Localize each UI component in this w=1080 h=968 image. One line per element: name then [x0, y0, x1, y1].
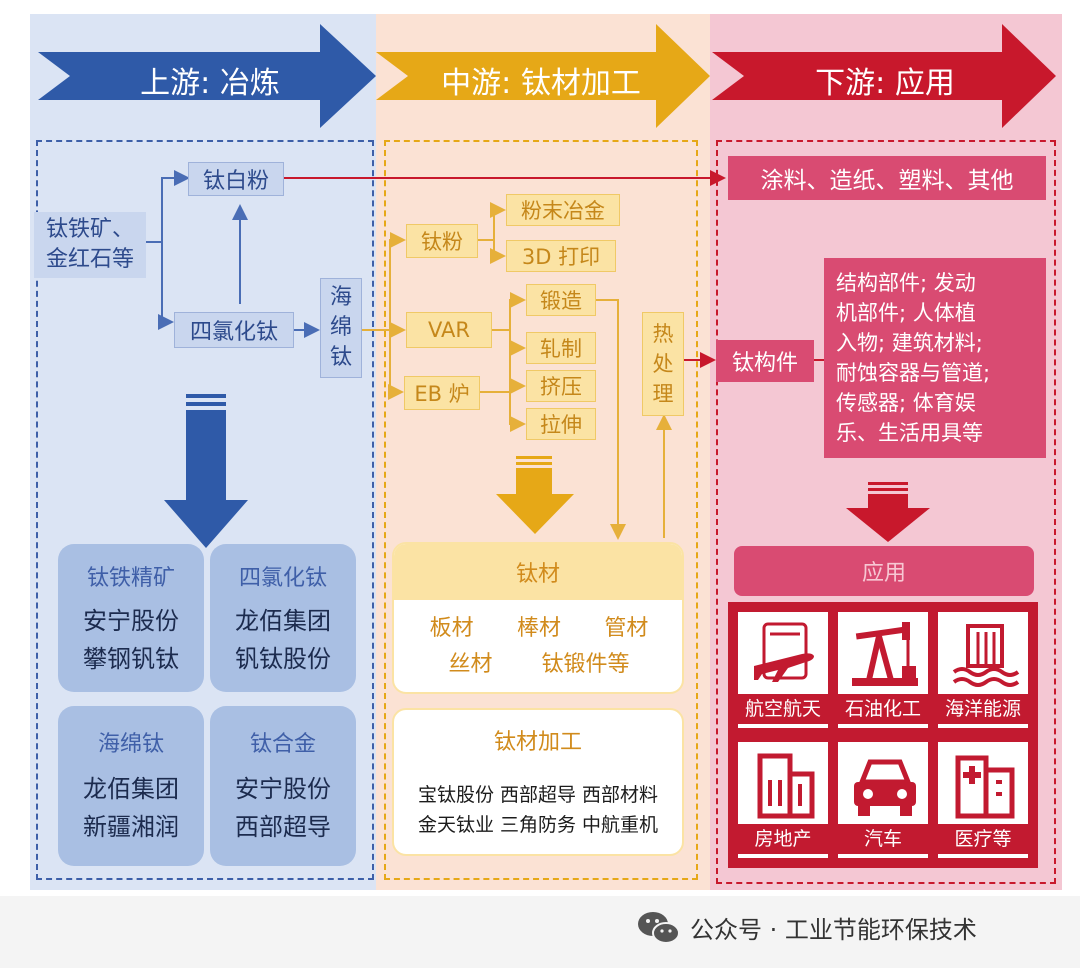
building-icon	[757, 753, 815, 819]
card-title: 海绵钛	[97, 732, 164, 757]
application-tile: 房地产	[736, 740, 830, 860]
application-label: 海洋能源	[938, 694, 1028, 724]
footer-source: 公众号 · 工业节能环保技术	[690, 916, 977, 944]
midstream-header: 中游: 钛材加工	[441, 66, 641, 101]
application-grid: 航空航天 石油化工 海洋能源	[728, 602, 1038, 868]
component-uses-node: 结构部件; 发动 机部件; 人体植 入物; 建筑材料; 耐蚀容器与管道; 传感器…	[824, 258, 1046, 458]
eb-furnace-node: EB 炉	[404, 376, 480, 410]
wechat-icon	[638, 912, 680, 944]
application-label: 石油化工	[838, 694, 928, 724]
processing-row-1: 宝钛股份 西部超导 西部材料	[417, 784, 659, 806]
downstream-frame	[716, 140, 1056, 884]
card-companies: 安宁股份 西部超导	[235, 775, 331, 841]
coatings-node: 涂料、造纸、塑料、其他	[728, 156, 1046, 200]
car-icon	[854, 759, 916, 816]
materials-row-2: 丝材 钛锻件等	[424, 646, 654, 678]
application-tile: 海洋能源	[936, 610, 1030, 730]
airplane-icon	[754, 622, 814, 682]
application-tile: 医疗等	[936, 740, 1030, 860]
card-title: 钛合金	[249, 732, 316, 757]
footer-bar	[0, 896, 1080, 968]
material-item: 管材	[604, 616, 649, 641]
application-tile: 航空航天	[736, 610, 830, 730]
ocean-energy-icon	[952, 624, 1020, 687]
upstream-frame	[36, 140, 374, 880]
card-companies: 龙佰集团 新疆湘润	[83, 775, 179, 841]
processing-row-2: 金天钛业 三角防务 中航重机	[417, 814, 659, 836]
company-card: 四氯化钛 龙佰集团 钒钛股份	[210, 544, 356, 692]
card-companies: 龙佰集团 钒钛股份	[235, 607, 331, 673]
upstream-source-ore: 钛铁矿、 金红石等	[34, 212, 146, 278]
drawing-node: 拉伸	[526, 408, 596, 440]
titanium-white-node: 钛白粉	[188, 162, 284, 196]
downstream-arrow	[712, 24, 1056, 128]
material-item: 钛锻件等	[541, 652, 630, 677]
midstream-frame	[384, 140, 698, 880]
extrusion-node: 挤压	[526, 370, 596, 402]
ti-powder-node: 钛粉	[406, 224, 478, 258]
company-card: 海绵钛 龙佰集团 新疆湘润	[58, 706, 204, 866]
card-title: 钛铁精矿	[86, 566, 175, 591]
midstream-arrow	[376, 24, 710, 128]
card-companies: 安宁股份 攀钢钒钛	[83, 607, 179, 673]
processing-companies-card: 钛材加工 宝钛股份 西部超导 西部材料 金天钛业 三角防务 中航重机	[392, 708, 684, 856]
company-card: 钛铁精矿 安宁股份 攀钢钒钛	[58, 544, 204, 692]
upstream-header: 上游: 冶炼	[140, 66, 280, 101]
hospital-icon	[955, 755, 1015, 819]
powder-metallurgy-node: 粉末冶金	[506, 194, 620, 226]
material-item: 板材	[429, 616, 474, 641]
ticl4-node: 四氯化钛	[174, 312, 294, 348]
oil-pump-icon	[852, 622, 918, 686]
application-label: 航空航天	[738, 694, 828, 724]
upstream-arrow	[38, 24, 376, 128]
application-label: 房地产	[738, 824, 828, 854]
titanium-component-node: 钛构件	[716, 340, 814, 382]
material-item: 棒材	[516, 616, 561, 641]
midstream-down-arrow	[496, 456, 574, 534]
var-node: VAR	[406, 312, 492, 348]
card-title: 四氯化钛	[238, 566, 327, 591]
forging-node: 锻造	[526, 284, 596, 316]
application-tile: 汽车	[836, 740, 930, 860]
material-item: 丝材	[448, 652, 493, 677]
header-arrows	[38, 24, 1056, 128]
upstream-down-arrow	[164, 394, 248, 548]
application-label: 汽车	[838, 824, 928, 854]
downstream-header: 下游: 应用	[815, 66, 955, 101]
application-title: 应用	[734, 546, 1034, 596]
rolling-node: 轧制	[526, 332, 596, 364]
application-label: 医疗等	[938, 824, 1028, 854]
downstream-down-arrow	[846, 482, 930, 542]
sponge-titanium-node: 海 绵 钛	[320, 278, 362, 378]
titanium-materials-card: 钛材 板材 棒材 管材 丝材 钛锻件等	[392, 542, 684, 694]
materials-row-1: 板材 棒材 管材	[408, 610, 670, 642]
company-card: 钛合金 安宁股份 西部超导	[210, 706, 356, 866]
processing-title: 钛材加工	[493, 730, 582, 755]
3d-printing-node: 3D 打印	[506, 240, 616, 272]
application-tile: 石油化工	[836, 610, 930, 730]
materials-title: 钛材	[394, 544, 682, 600]
heat-treatment-node: 热 处 理	[642, 312, 684, 416]
